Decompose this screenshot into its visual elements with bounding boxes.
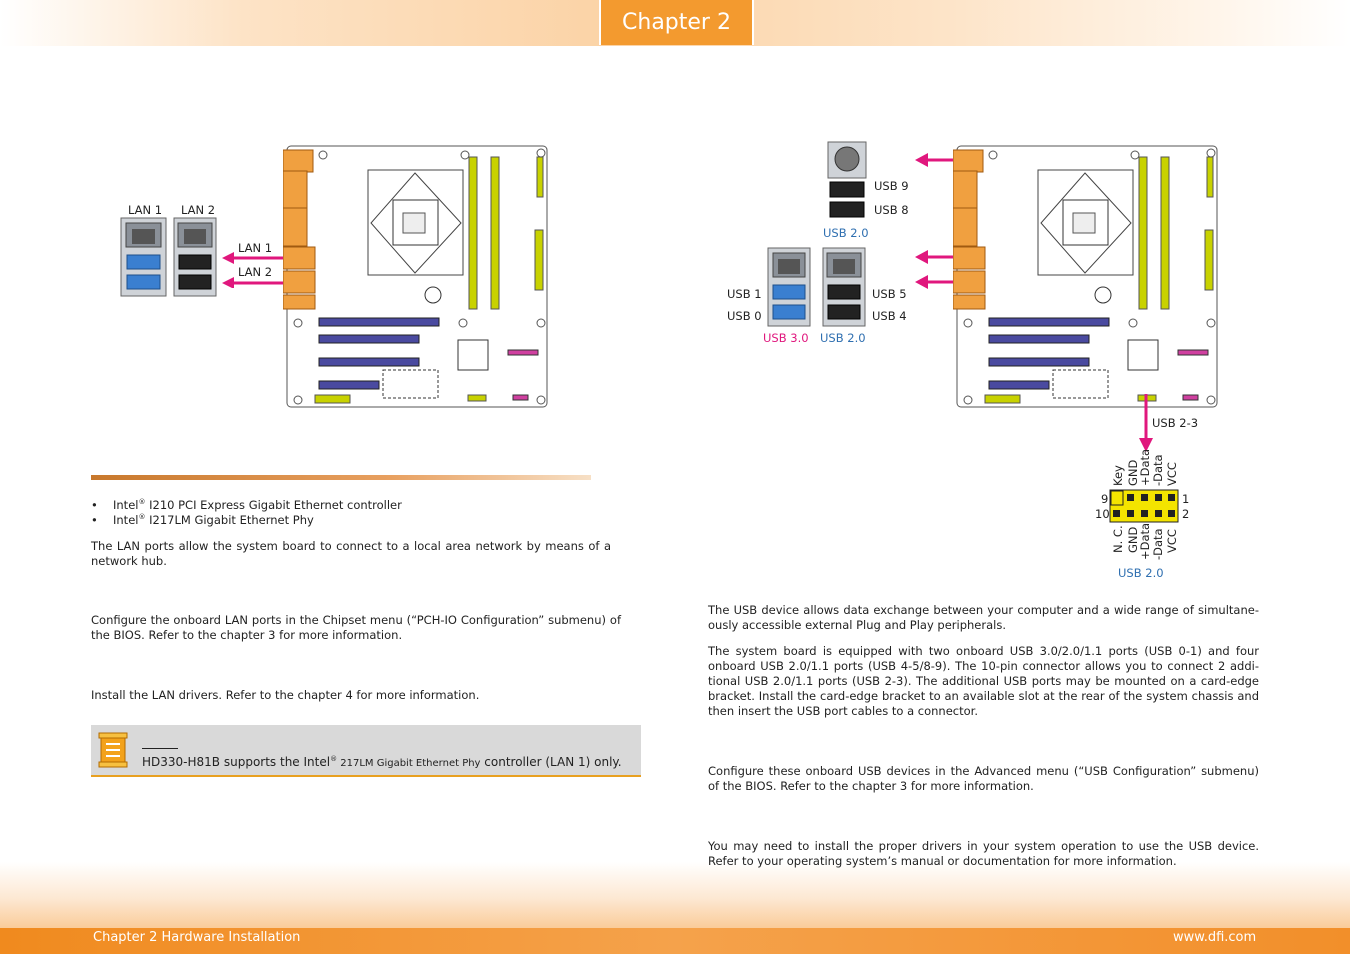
- pin-label-data-plus-top: +Data: [1138, 448, 1152, 486]
- usb30-label: USB 3.0: [763, 331, 809, 345]
- usb9-label: USB 9: [874, 179, 909, 193]
- lan2-port-icon: [173, 217, 217, 297]
- footer-website: www.dfi.com: [1173, 930, 1257, 945]
- usb4-label: USB 4: [872, 309, 907, 323]
- usb-ports-description: The system board is equipped with two on…: [708, 644, 1259, 718]
- note-icon: [98, 732, 128, 768]
- pin-label-key: Key: [1111, 465, 1125, 486]
- footer-chapter-title: Chapter 2 Hardware Installation: [93, 930, 301, 945]
- lan1-port-label: LAN 1: [128, 203, 163, 217]
- pin-label-data-minus-top: -Data: [1151, 454, 1165, 486]
- motherboard-diagram-usb: [953, 145, 1218, 408]
- lan-driver: Install the LAN drivers. Refer to the ch…: [91, 688, 480, 702]
- chapter-tab: Chapter 2: [599, 0, 754, 45]
- lan-bios-setting: Configure the onboard LAN ports in the C…: [91, 613, 621, 642]
- pin9-label: 9: [1101, 492, 1109, 506]
- usb23-label: USB 2-3: [1152, 416, 1199, 430]
- lan-bullet-1: •Intel® I210 PCI Express Gigabit Etherne…: [91, 497, 402, 512]
- usb23-arrow: [1139, 394, 1153, 452]
- usb20-mid-label: USB 2.0: [820, 331, 866, 345]
- usb20-bottom-label: USB 2.0: [1118, 566, 1164, 580]
- pin1-label: 1: [1182, 492, 1190, 506]
- motherboard-diagram-lan: [283, 145, 548, 408]
- pin-label-data-minus-bottom: -Data: [1151, 528, 1165, 560]
- pin-label-nc: N. C.: [1111, 525, 1125, 553]
- lan-arrows: [222, 252, 288, 288]
- usb0-label: USB 0: [727, 309, 762, 323]
- lan2-arrow-label: LAN 2: [238, 265, 273, 279]
- section-divider: [91, 475, 591, 480]
- note-text: HD330-H81B supports the Intel® 217LM Gig…: [142, 755, 622, 769]
- lan2-port-label: LAN 2: [181, 203, 216, 217]
- ps2-usb-stack: [827, 141, 867, 218]
- lan-bullet-2: •Intel® I217LM Gigabit Ethernet Phy: [91, 512, 314, 527]
- pin-label-data-plus-bottom: +Data: [1138, 522, 1152, 560]
- lan-description: The LAN ports allow the system board to …: [91, 539, 611, 568]
- pin10-label: 10: [1095, 507, 1110, 521]
- usb-pin-header: [1109, 489, 1179, 523]
- lan1-arrow-label: LAN 1: [238, 241, 273, 255]
- usb-driver: You may need to install the proper drive…: [708, 839, 1259, 868]
- note-box: [91, 725, 641, 777]
- pin-label-vcc-top: VCC: [1165, 462, 1179, 486]
- note-underline: [142, 748, 178, 749]
- usb20-top-label: USB 2.0: [823, 226, 869, 240]
- usb-bios-setting: Configure these onboard USB devices in t…: [708, 764, 1259, 793]
- usb-description: The USB device allows data exchange betw…: [708, 603, 1259, 632]
- pin2-label: 2: [1182, 507, 1190, 521]
- usb8-label: USB 8: [874, 203, 909, 217]
- pin-label-vcc-bottom: VCC: [1165, 529, 1179, 553]
- lan-port-illustration: [120, 217, 217, 297]
- footer-bar: [0, 928, 1350, 954]
- lan1-port-icon: [120, 217, 167, 297]
- usb-lan-stacks: [767, 247, 866, 327]
- usb1-label: USB 1: [727, 287, 762, 301]
- usb5-label: USB 5: [872, 287, 907, 301]
